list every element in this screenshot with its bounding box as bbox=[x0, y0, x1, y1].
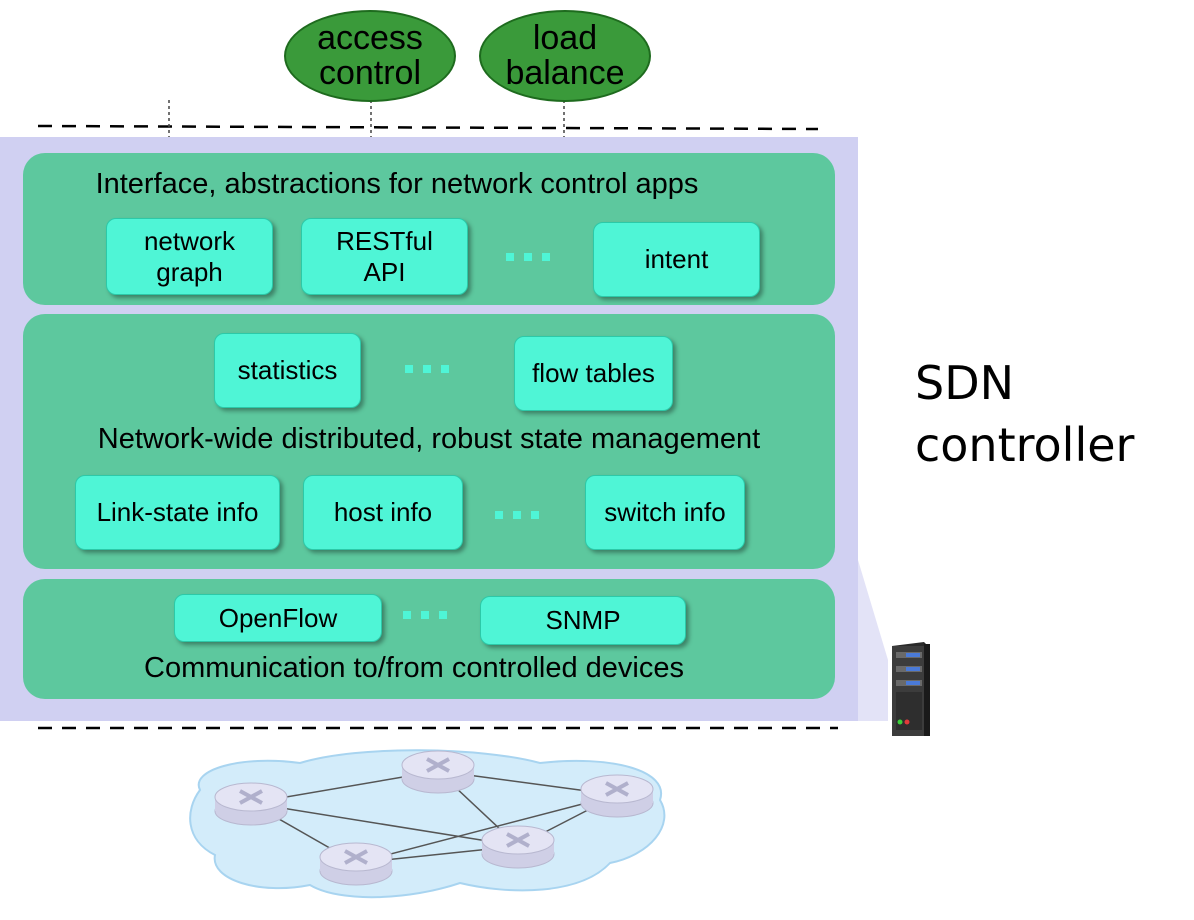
chip-snmp[interactable]: SNMP bbox=[480, 596, 686, 645]
chip-statistics[interactable]: statistics bbox=[214, 333, 361, 408]
app-access-control[interactable]: access control bbox=[284, 10, 456, 102]
chip-intent[interactable]: intent bbox=[593, 222, 760, 297]
chip-network-graph[interactable]: network graph bbox=[106, 218, 273, 295]
southbound-layer bbox=[23, 579, 835, 699]
chip-switch-info[interactable]: switch info bbox=[585, 475, 745, 550]
network-cloud bbox=[189, 749, 666, 899]
server-icon bbox=[892, 642, 930, 736]
link bbox=[250, 802, 519, 847]
switch-router-icon bbox=[319, 842, 393, 886]
chip-flow-tables[interactable]: flow tables bbox=[514, 336, 673, 411]
northbound-layer-title: Interface, abstractions for network cont… bbox=[95, 168, 699, 200]
switch-router-icon bbox=[481, 825, 555, 869]
chip-restful-api[interactable]: RESTful API bbox=[301, 218, 468, 295]
switch-router-icon bbox=[580, 774, 654, 818]
southbound-layer-title: Communication to/from controlled devices bbox=[144, 652, 684, 684]
ellipsis-state-top bbox=[405, 365, 449, 373]
link bbox=[355, 794, 618, 864]
chip-host-info[interactable]: host info bbox=[303, 475, 463, 550]
chip-link-state-info[interactable]: Link-state info bbox=[75, 475, 280, 550]
ellipsis-northbound bbox=[506, 253, 550, 261]
northbound-dashed-line bbox=[37, 124, 819, 131]
switch-router-icon bbox=[401, 750, 475, 794]
ellipsis-state-bottom bbox=[495, 511, 539, 519]
chip-openflow[interactable]: OpenFlow bbox=[174, 594, 382, 642]
state-management-title: Network-wide distributed, robust state m… bbox=[97, 423, 761, 455]
app-load-balance[interactable]: load balance bbox=[479, 10, 651, 102]
switch-router-icon bbox=[214, 782, 288, 826]
zoom-wedge bbox=[858, 560, 888, 721]
ellipsis-southbound bbox=[403, 611, 447, 619]
sdn-controller-label: SDN controller bbox=[915, 356, 1135, 472]
